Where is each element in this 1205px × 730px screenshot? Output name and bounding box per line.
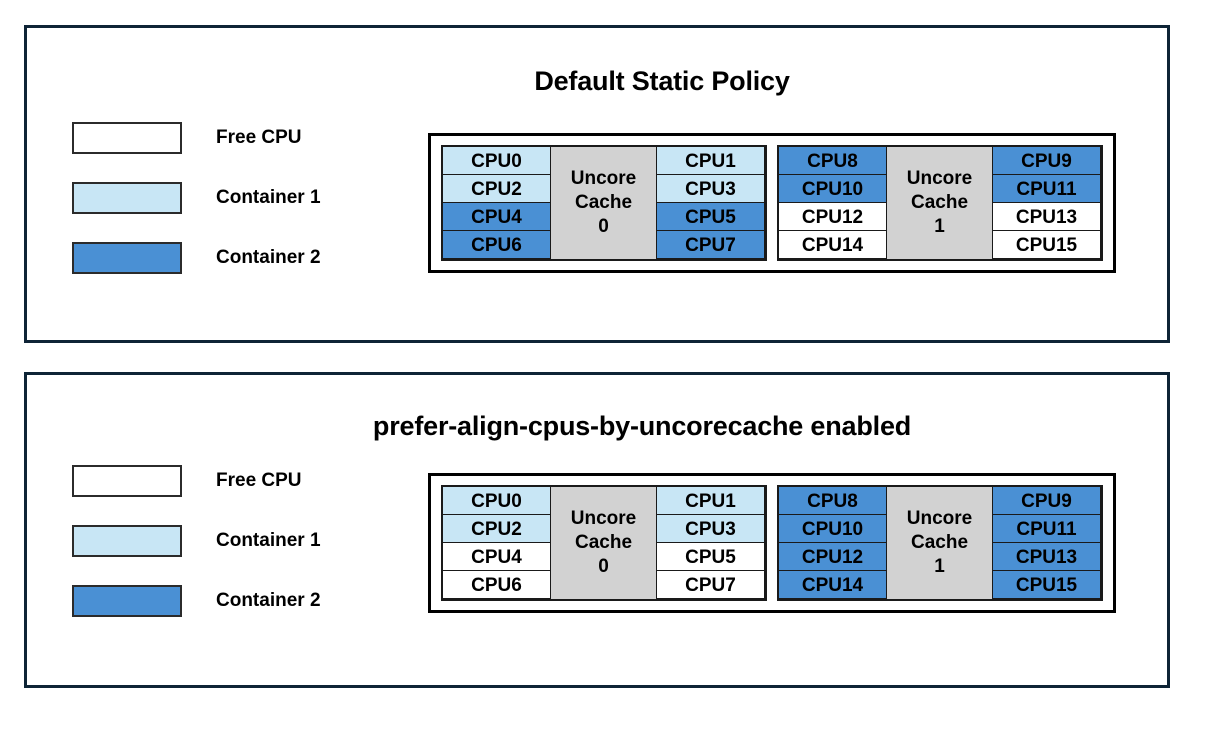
- cpu-cell-cpu7: CPU7: [656, 570, 765, 599]
- uncore-cache-label-line: Cache: [910, 191, 969, 213]
- legend-label: Container 1: [216, 187, 321, 208]
- legend-item: Free CPU: [72, 451, 321, 511]
- uncore-cache-label-line: 0: [598, 216, 609, 238]
- legend-label: Free CPU: [216, 127, 302, 148]
- cpu-cell-cpu0: CPU0: [442, 146, 551, 175]
- uncore-cache-label-line: Cache: [574, 531, 633, 553]
- cpu-cell-cpu1: CPU1: [656, 146, 765, 175]
- legend-label: Container 2: [216, 590, 321, 611]
- legend: Free CPU Container 1 Container 2: [72, 108, 321, 288]
- panel-prefer-align-cpus-by-uncorecache: prefer-align-cpus-by-uncorecache enabled…: [24, 372, 1170, 688]
- cpu-cell-cpu11: CPU11: [992, 174, 1101, 203]
- legend-swatch: [72, 122, 182, 154]
- legend-label: Free CPU: [216, 470, 302, 491]
- uncore-cache-label-line: Uncore: [906, 507, 973, 529]
- cpu-cell-cpu15: CPU15: [992, 570, 1101, 599]
- cpu-cell-cpu10: CPU10: [778, 174, 887, 203]
- cpu-cell-cpu3: CPU3: [656, 174, 765, 203]
- uncore-cache-label-line: Uncore: [570, 167, 637, 189]
- legend-item: Container 1: [72, 168, 321, 228]
- cpu-cell-cpu2: CPU2: [442, 514, 551, 543]
- uncore-cache-label-line: 1: [934, 556, 945, 578]
- legend-item: Free CPU: [72, 108, 321, 168]
- cpu-cell-cpu0: CPU0: [442, 486, 551, 515]
- uncore-cache-label-line: Cache: [574, 191, 633, 213]
- legend-label: Container 1: [216, 530, 321, 551]
- cpu-cell-cpu8: CPU8: [778, 146, 887, 175]
- page-title: prefer-align-cpus-by-uncorecache enabled: [372, 411, 912, 441]
- legend-swatch: [72, 242, 182, 274]
- panel-default-static-policy: Default Static Policy Free CPU Container …: [24, 25, 1170, 343]
- cpu-cell-cpu9: CPU9: [992, 486, 1101, 515]
- page-title: Default Static Policy: [534, 66, 790, 96]
- cpu-cell-cpu7: CPU7: [656, 230, 765, 259]
- cpu-cell-cpu12: CPU12: [778, 202, 887, 231]
- uncore-cache-label-line: 1: [934, 216, 945, 238]
- legend-swatch: [72, 465, 182, 497]
- cpu-cell-cpu2: CPU2: [442, 174, 551, 203]
- legend-swatch: [72, 182, 182, 214]
- cpu-cell-cpu8: CPU8: [778, 486, 887, 515]
- legend-item: Container 2: [72, 571, 321, 631]
- cpu-cell-cpu13: CPU13: [992, 202, 1101, 231]
- cpu-cell-cpu5: CPU5: [656, 202, 765, 231]
- cpu-cell-cpu13: CPU13: [992, 542, 1101, 571]
- legend-swatch: [72, 525, 182, 557]
- cpu-cell-cpu5: CPU5: [656, 542, 765, 571]
- cpu-cell-cpu6: CPU6: [442, 570, 551, 599]
- cpu-cell-cpu14: CPU14: [778, 570, 887, 599]
- legend-item: Container 1: [72, 511, 321, 571]
- cpu-cell-cpu11: CPU11: [992, 514, 1101, 543]
- uncore-cache-label-line: Uncore: [570, 507, 637, 529]
- cpu-cell-cpu4: CPU4: [442, 542, 551, 571]
- cpu-cell-cpu15: CPU15: [992, 230, 1101, 259]
- cpu-cell-cpu10: CPU10: [778, 514, 887, 543]
- legend-item: Container 2: [72, 228, 321, 288]
- cpu-cell-cpu6: CPU6: [442, 230, 551, 259]
- legend-label: Container 2: [216, 247, 321, 268]
- uncore-cache-label-line: Uncore: [906, 167, 973, 189]
- cpu-cell-cpu1: CPU1: [656, 486, 765, 515]
- cpu-cell-cpu12: CPU12: [778, 542, 887, 571]
- cpu-cell-cpu4: CPU4: [442, 202, 551, 231]
- legend: Free CPU Container 1 Container 2: [72, 451, 321, 631]
- cpu-cell-cpu14: CPU14: [778, 230, 887, 259]
- legend-swatch: [72, 585, 182, 617]
- cpu-cell-cpu9: CPU9: [992, 146, 1101, 175]
- uncore-cache-label-line: Cache: [910, 531, 969, 553]
- uncore-cache-label-line: 0: [598, 556, 609, 578]
- cpu-cell-cpu3: CPU3: [656, 514, 765, 543]
